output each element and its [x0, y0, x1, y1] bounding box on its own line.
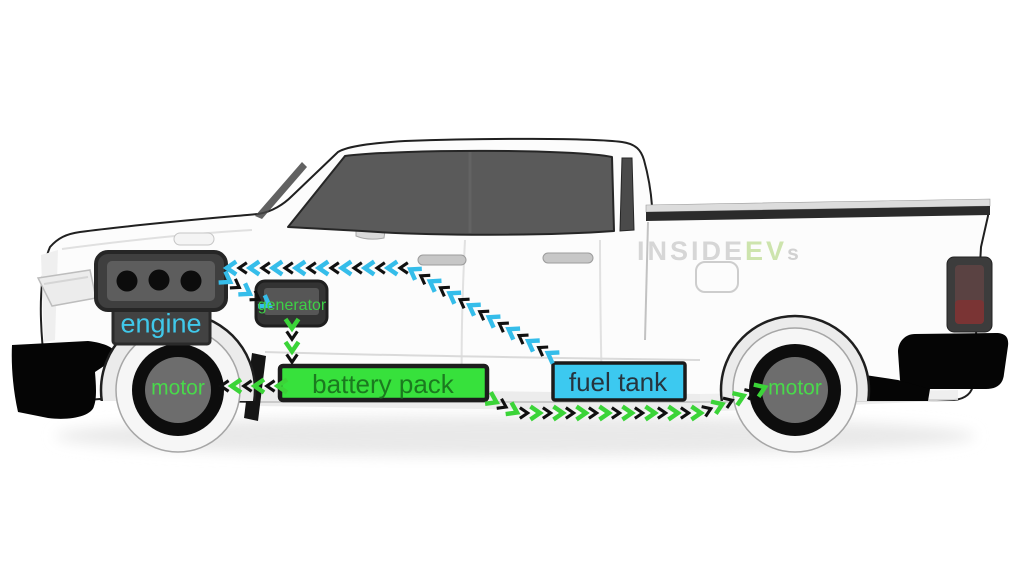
watermark-s: s	[787, 242, 802, 265]
fuel-tank-label: fuel tank	[568, 367, 668, 397]
headlight	[36, 269, 97, 307]
door-handles	[417, 252, 594, 266]
watermark-ev: EV	[745, 236, 788, 266]
rear-wheel-motor	[732, 327, 858, 453]
rear-motor-label: motor	[768, 376, 822, 400]
arrow-generator-to-battery-pack	[283, 317, 301, 365]
cab-windows	[287, 149, 635, 236]
windshield	[255, 162, 307, 219]
bed-rail	[645, 198, 991, 221]
arrow-battery-pack-to-front-motor	[218, 377, 289, 395]
generator-label: generator	[257, 297, 327, 314]
watermark-inside: INSIDE	[637, 236, 746, 266]
energy-flow-arrows	[218, 259, 769, 422]
arrow-fuel-tank-to-engine	[222, 259, 560, 365]
generator-box	[254, 279, 329, 328]
insideevs-watermark: INSIDEEVs	[637, 236, 802, 267]
engine-block	[94, 250, 228, 346]
arrow-engine-to-generator	[218, 270, 273, 309]
engine-label: engine	[120, 308, 202, 339]
front-motor-label: motor	[151, 376, 205, 400]
hood-badge-icon	[173, 232, 215, 246]
taillight	[946, 256, 993, 333]
battery-pack-label: battery pack	[312, 369, 454, 399]
fuel-tank-box	[551, 361, 687, 402]
front-bumper	[11, 341, 116, 419]
fuel-door-icon	[695, 261, 739, 293]
arrow-battery-pack-to-rear-motor	[484, 382, 769, 422]
